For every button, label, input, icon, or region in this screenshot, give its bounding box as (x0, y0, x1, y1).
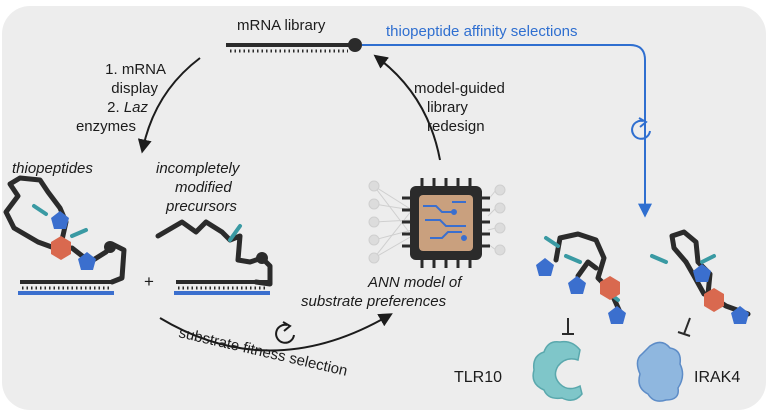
precursor-molecule (155, 219, 273, 295)
library-redesign-label: model-guided library redesign (414, 80, 505, 135)
svg-text:enzymes: enzymes (76, 118, 136, 135)
svg-text:display: display (111, 80, 158, 97)
inhibition-bar-irak4 (683, 317, 691, 335)
svg-text:ANN model of: ANN model of (367, 274, 463, 291)
irak4-protein-icon (636, 341, 684, 402)
svg-text:substrate preferences: substrate preferences (301, 293, 447, 310)
svg-text:2. Laz: 2. Laz (107, 99, 148, 116)
tlr10-protein-icon (532, 340, 583, 401)
svg-text:model-guided: model-guided (414, 80, 505, 97)
fitness-cycle-icon (275, 321, 295, 344)
thiopeptide-binder-tlr10 (536, 231, 626, 324)
fitness-selection-arrow (159, 313, 393, 352)
ann-model-label: ANN model of substrate preferences (301, 274, 463, 310)
mrna-library-strand (226, 38, 362, 53)
selection-cycle-icon (631, 117, 651, 140)
svg-text:1. mRNA: 1. mRNA (105, 61, 166, 78)
thiopeptides-label: thiopeptides (12, 160, 93, 177)
svg-text:library: library (427, 99, 468, 116)
tlr10-label: TLR10 (454, 369, 502, 386)
background-panel (2, 6, 766, 410)
irak4-label: IRAK4 (694, 369, 740, 386)
neural-network-graph (368, 180, 506, 264)
svg-text:precursors: precursors (165, 198, 237, 215)
affinity-selection-arrow (362, 44, 652, 218)
svg-text:modified: modified (175, 179, 232, 196)
mrna-library-label: mRNA library (237, 17, 326, 34)
precursors-label: incompletely modified precursors (156, 160, 241, 215)
affinity-selection-label: thiopeptide affinity selections (386, 23, 578, 40)
thiopeptide-binder-irak4 (650, 229, 751, 324)
plus-sign: + (144, 272, 154, 291)
thiopeptide-molecule (3, 175, 127, 295)
mrna-display-steps: 1. mRNA display 2. Laz enzymes (76, 61, 166, 135)
mrna-display-arrow (137, 57, 201, 154)
ann-chip-icon (402, 178, 490, 268)
library-redesign-arrow (373, 54, 441, 161)
svg-text:redesign: redesign (427, 118, 485, 135)
svg-text:incompletely: incompletely (156, 160, 241, 177)
